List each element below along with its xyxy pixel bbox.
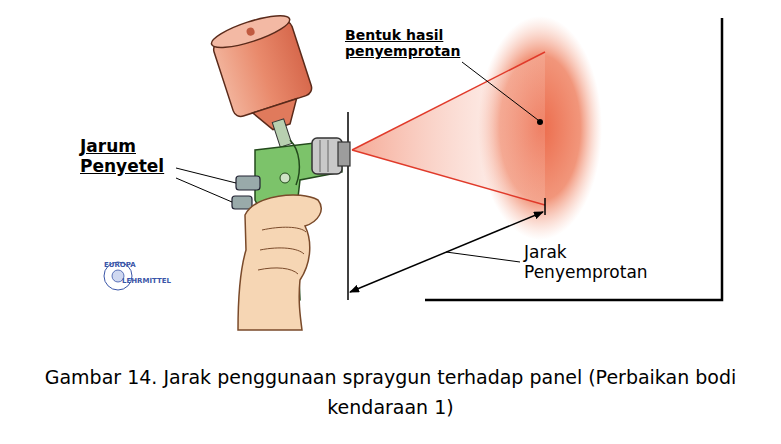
cone-edge xyxy=(352,52,545,150)
part-label: Jarum Penyetel xyxy=(80,137,180,176)
spray-cone xyxy=(352,52,545,205)
hand xyxy=(238,195,321,330)
cone-edge xyxy=(352,150,545,205)
reference-line xyxy=(347,112,349,300)
part-label: Jarak Penyemprotan xyxy=(524,243,674,282)
adjuster-knob xyxy=(236,176,260,190)
reference-line xyxy=(544,198,546,215)
part-label: EUROPA xyxy=(104,261,136,269)
dimension-line xyxy=(350,212,543,292)
part-label: Bentuk hasil penyemprotan xyxy=(345,27,470,59)
leader-line xyxy=(176,178,232,202)
leader-line xyxy=(462,62,538,120)
paint-cup xyxy=(209,9,321,139)
leader-line xyxy=(446,252,520,262)
part-label: LEHRMITTEL xyxy=(122,277,171,285)
adjuster-knob xyxy=(232,196,252,209)
figure-caption: Gambar 14. Jarak penggunaan spraygun ter… xyxy=(8,362,773,423)
leader-line xyxy=(176,168,236,183)
